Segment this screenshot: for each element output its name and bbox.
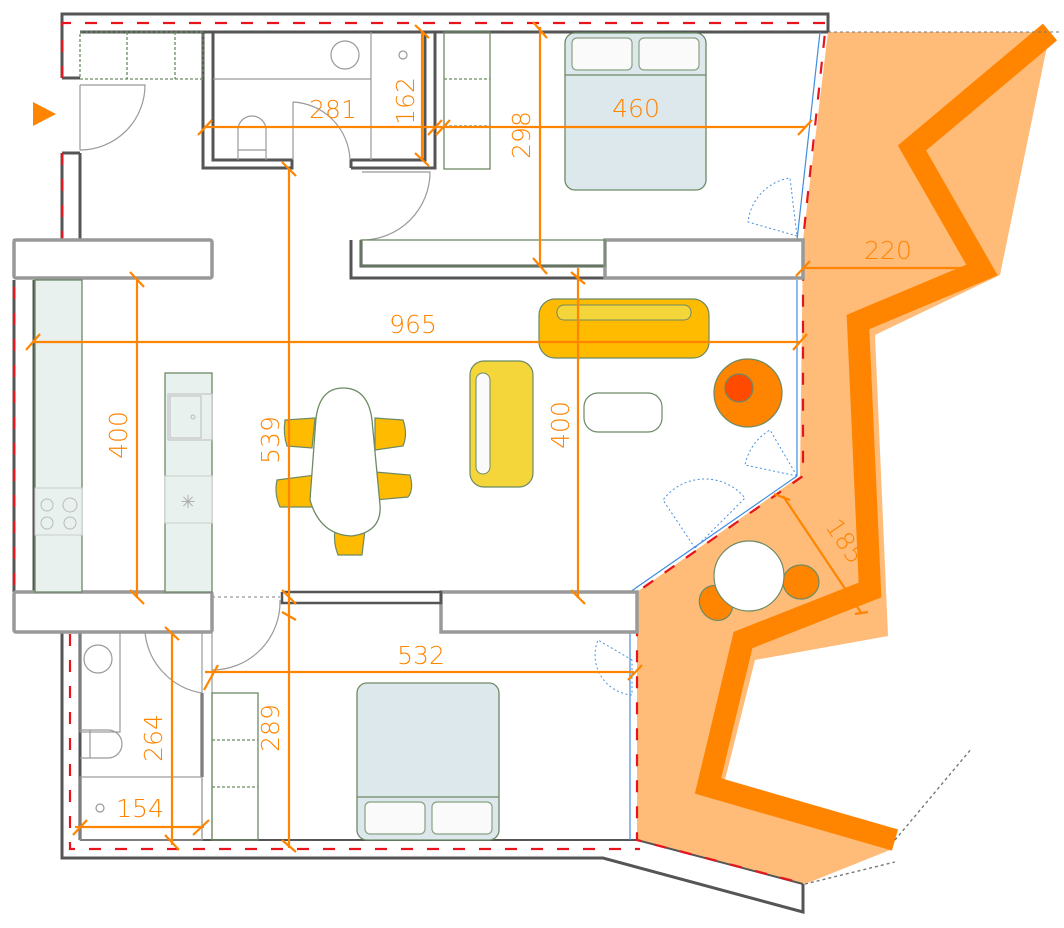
dim-bathroom-depth: 162 [391,77,420,125]
living-furniture [469,298,783,488]
pillow-icon [431,801,493,835]
glazing [594,31,821,840]
partitions [12,30,805,840]
pillow-icon [364,801,426,835]
dim-dining-depth: 539 [256,416,285,464]
dim-living-depth: 400 [546,401,575,449]
bathroom-2-fixtures [79,631,203,841]
dim-bathroom2-depth: 264 [139,714,168,762]
dimension-labels: 281 162 460 298 220 965 400 539 400 185 … [104,77,912,823]
dimension-lines [25,21,975,853]
dim-bedroom2-depth: 289 [256,704,285,752]
toilet-icon [237,115,267,160]
dim-kitchen-depth: 400 [104,411,133,459]
washbasin-icon [330,40,360,70]
bed-bedroom-2 [356,682,500,841]
pillow-icon [571,37,633,71]
dining-set [275,387,413,556]
coffee-table [583,392,663,433]
dim-bedroom1-width: 460 [612,94,660,123]
doors [79,84,431,694]
dim-terrace-north: 220 [864,236,912,265]
kitchen: ✳ [34,279,213,593]
bathroom-1-fixtures [213,32,408,160]
dim-living-width: 965 [389,310,437,339]
sink-icon [167,393,213,441]
extractor-icon: ✳ [180,492,195,513]
terrace-table [698,540,820,621]
hob-icon [40,498,54,512]
wardrobes [79,31,606,841]
dim-bedroom2-width: 532 [397,641,445,670]
pillow-icon [638,37,700,71]
dim-bedroom1-depth: 298 [507,111,536,159]
terrace [637,23,1062,885]
washbasin-icon [83,644,113,674]
bed-bedroom-1 [564,32,707,191]
dim-bathroom2-width: 154 [116,794,164,823]
toilet-icon [80,729,123,759]
dim-bathroom-width: 281 [309,95,357,124]
entrance-arrow-icon [33,102,56,126]
